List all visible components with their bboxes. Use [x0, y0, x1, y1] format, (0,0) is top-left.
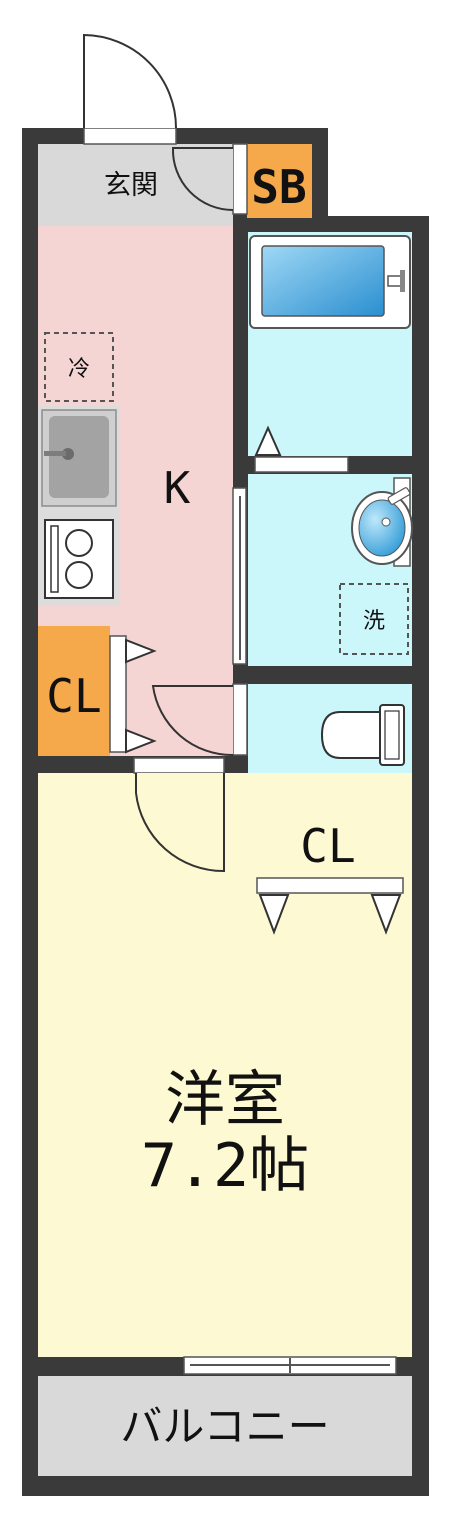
toilet-icon: [320, 704, 405, 766]
bathroom-door-icon: [254, 425, 349, 473]
kitchen-label: K: [164, 463, 191, 514]
door-swing-icon: [171, 143, 248, 215]
stove-icon: [44, 519, 114, 599]
closet-left-label: CL: [46, 669, 101, 723]
washer-space: [339, 583, 409, 655]
western-room-size: 7.2帖: [141, 1131, 309, 1201]
entrance-door-icon: [83, 33, 177, 145]
balcony-floor: [38, 1376, 412, 1476]
shoe-box-label: SB: [251, 160, 306, 214]
closet-left-door-icon: [109, 635, 157, 754]
balcony-label: バルコニー: [120, 1402, 329, 1451]
toilet-door-icon: [151, 683, 248, 757]
fridge-label: 冷: [68, 357, 90, 382]
basin-icon: [351, 477, 413, 567]
sink-icon: [41, 409, 117, 507]
sliding-door-icon: [232, 487, 247, 665]
fridge-space: [44, 332, 114, 402]
closet-right-label: CL: [300, 819, 355, 873]
closet-left: [38, 626, 110, 756]
balcony-window-icon: [183, 1356, 397, 1375]
room-door-icon: [133, 757, 225, 873]
closet-right-door-icon: [256, 877, 404, 935]
entrance-label: 玄関: [104, 170, 158, 201]
bathtub-icon: [249, 235, 411, 329]
shoe-box: [247, 144, 312, 218]
washer-label: 洗: [363, 609, 385, 634]
western-room-label: 洋室: [165, 1065, 285, 1135]
